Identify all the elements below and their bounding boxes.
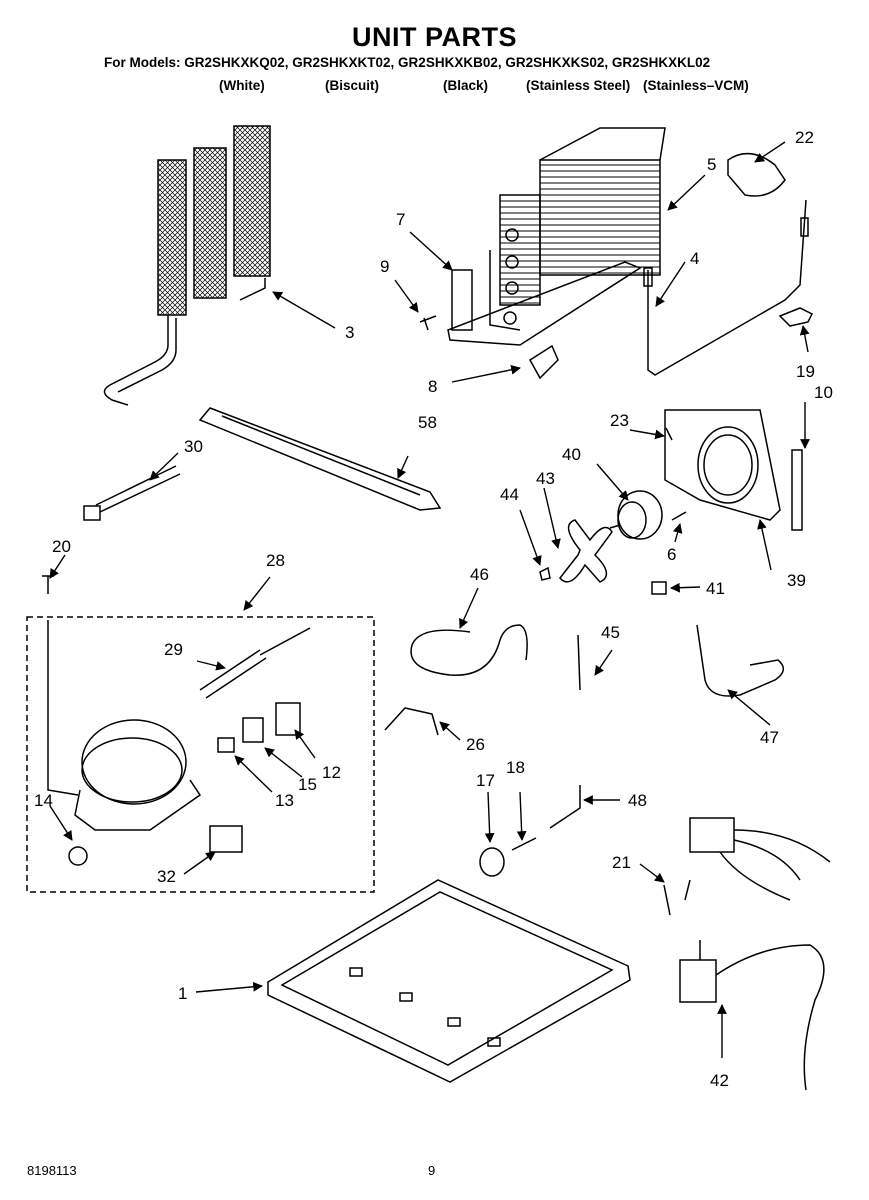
callout-41: 41 xyxy=(706,579,725,598)
callout-19: 19 xyxy=(796,362,815,381)
pin-45-drawing xyxy=(577,634,581,691)
evaporator-drawing xyxy=(447,127,666,346)
tube-47-drawing xyxy=(696,624,784,697)
clip-drawing xyxy=(778,307,814,327)
callout-harness-screw-number: 21 xyxy=(612,853,631,872)
fan-motor-drawing xyxy=(609,490,663,540)
callout-45: 45 xyxy=(601,623,620,642)
heater-drawing xyxy=(95,465,181,513)
relay-12-drawing xyxy=(275,702,301,736)
sensor-wire-drawing xyxy=(647,199,807,376)
color-biscuit: (Biscuit) xyxy=(325,78,379,93)
callout-58: 58 xyxy=(418,413,437,432)
callout-32: 32 xyxy=(157,867,176,886)
callout-48: 48 xyxy=(628,791,647,810)
callout-6: 6 xyxy=(667,545,676,564)
callout-8: 8 xyxy=(428,377,437,396)
callout-9: 9 xyxy=(380,257,389,276)
nut-41-drawing xyxy=(651,581,667,595)
screw-9-drawing xyxy=(419,315,437,331)
wire-clip-drawing xyxy=(384,707,439,736)
color-stainless-vcm: (Stainless–VCM) xyxy=(643,78,749,93)
overload-13-drawing xyxy=(217,737,235,753)
callout-1: 1 xyxy=(178,984,187,1003)
screw-21-drawing xyxy=(663,884,671,916)
callout-3: 3 xyxy=(345,323,354,342)
capacitor-drawing xyxy=(209,825,243,853)
color-white: (White) xyxy=(219,78,265,93)
callout-filter-drier-number: 29 xyxy=(164,640,183,659)
callout-28: 28 xyxy=(266,551,285,570)
callout-44: 44 xyxy=(500,485,519,504)
screw-23-drawing xyxy=(665,427,673,441)
rod-48-drawing xyxy=(549,785,581,829)
callout-12: 12 xyxy=(322,763,341,782)
callout-10: 10 xyxy=(814,383,833,402)
callout-26: 26 xyxy=(466,735,485,754)
callout-5: 5 xyxy=(707,155,716,174)
screw-20-drawing xyxy=(42,575,54,594)
compressor-kit-box xyxy=(26,616,375,893)
color-black: (Black) xyxy=(443,78,489,93)
callout-4: 4 xyxy=(690,249,699,268)
page-number: 9 xyxy=(428,1163,436,1178)
callout-43: 43 xyxy=(536,469,555,488)
callout-13: 13 xyxy=(275,791,294,810)
compressor-drawing xyxy=(47,620,202,866)
base-frame-drawing xyxy=(267,879,631,1083)
callout-7: 7 xyxy=(396,210,405,229)
callout-47: 47 xyxy=(760,728,779,747)
models-line: For Models: GR2SHKXKQ02, GR2SHKXKT02, GR… xyxy=(104,55,711,70)
color-stainless-steel: (Stainless Steel) xyxy=(526,78,631,93)
clip-44-drawing xyxy=(539,566,551,581)
callout-18: 18 xyxy=(506,758,525,777)
filter-drier-drawing xyxy=(199,627,311,699)
callout-15: 15 xyxy=(298,775,317,794)
condenser-coil-drawing xyxy=(103,125,271,406)
callout-23: 23 xyxy=(610,411,629,430)
callout-40: 40 xyxy=(562,445,581,464)
bracket-drawing xyxy=(529,344,559,380)
fan-shroud-drawing xyxy=(664,409,781,521)
cap-drawing xyxy=(727,152,786,197)
callout-46: 46 xyxy=(470,565,489,584)
screw-6-drawing xyxy=(671,511,687,521)
page-title: UNIT PARTS xyxy=(352,22,517,52)
callout-30: 30 xyxy=(184,437,203,456)
relay-15-drawing xyxy=(242,717,264,743)
callout-20: 20 xyxy=(52,537,71,556)
callout-17: 17 xyxy=(476,771,495,790)
callout-14: 14 xyxy=(34,791,53,810)
leader-lines xyxy=(49,141,810,1058)
document-number: 8198113 xyxy=(27,1163,77,1178)
callout-39: 39 xyxy=(787,571,806,590)
tube-46-drawing xyxy=(410,624,528,676)
wheel-drawing xyxy=(479,847,505,877)
drain-pan-drawing xyxy=(198,407,442,511)
fan-blade-drawing xyxy=(559,519,613,583)
axle-pin-drawing xyxy=(511,837,537,851)
callout-22: 22 xyxy=(795,128,814,147)
part-callouts: 3 7 9 5 22 4 19 8 10 58 30 23 40 43 44 6… xyxy=(34,128,833,1090)
gasket-strip-drawing xyxy=(791,449,803,531)
callout-42: 42 xyxy=(710,1071,729,1090)
wire-harness-drawing xyxy=(679,817,831,1091)
